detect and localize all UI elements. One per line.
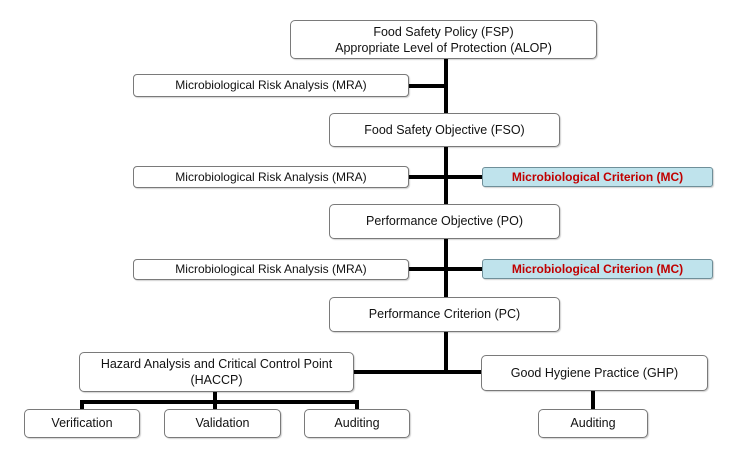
auditing-haccp-box: Auditing: [304, 409, 410, 438]
haccp-abbreviation: (HACCP): [190, 373, 243, 387]
haccp-label: Hazard Analysis and Critical Control Poi…: [100, 357, 333, 371]
verification-box: Verification: [24, 409, 140, 438]
verification-label: Verification: [51, 416, 113, 430]
food-safety-objective-box: Food Safety Objective (FSO): [329, 113, 560, 147]
performance-criterion-label: Performance Criterion (PC): [368, 307, 521, 321]
mra-label-1: Microbiological Risk Analysis (MRA): [175, 78, 367, 92]
food-safety-objective-label: Food Safety Objective (FSO): [364, 122, 525, 137]
haccp-box: Hazard Analysis and Critical Control Poi…: [79, 352, 354, 392]
microbiological-criterion-box-1: Microbiological Criterion (MC): [482, 167, 713, 187]
food-safety-policy-label: Food Safety Policy (FSP): [373, 24, 514, 39]
validation-label: Validation: [195, 416, 250, 430]
microbiological-criterion-label-2: Microbiological Criterion (MC): [511, 261, 684, 276]
microbiological-criterion-box-2: Microbiological Criterion (MC): [482, 259, 713, 279]
validation-box: Validation: [164, 409, 281, 438]
auditing-haccp-label: Auditing: [334, 416, 380, 430]
good-hygiene-practice-box: Good Hygiene Practice (GHP): [481, 355, 708, 391]
food-safety-policy-box: Food Safety Policy (FSP) Appropriate Lev…: [290, 20, 597, 59]
mra-box-2: Microbiological Risk Analysis (MRA): [133, 166, 409, 188]
performance-criterion-box: Performance Criterion (PC): [329, 297, 560, 332]
auditing-ghp-label: Auditing: [570, 416, 616, 430]
mra-label-2: Microbiological Risk Analysis (MRA): [175, 169, 367, 184]
performance-objective-label: Performance Objective (PO): [366, 214, 523, 228]
mra-box-3: Microbiological Risk Analysis (MRA): [133, 259, 409, 280]
mra-label-3: Microbiological Risk Analysis (MRA): [175, 262, 367, 276]
mra-box-1: Microbiological Risk Analysis (MRA): [133, 74, 409, 97]
alop-label: Appropriate Level of Protection (ALOP): [335, 40, 552, 55]
good-hygiene-practice-label: Good Hygiene Practice (GHP): [510, 365, 679, 380]
performance-objective-box: Performance Objective (PO): [329, 204, 560, 239]
auditing-ghp-box: Auditing: [538, 409, 648, 438]
microbiological-criterion-label-1: Microbiological Criterion (MC): [511, 169, 684, 184]
